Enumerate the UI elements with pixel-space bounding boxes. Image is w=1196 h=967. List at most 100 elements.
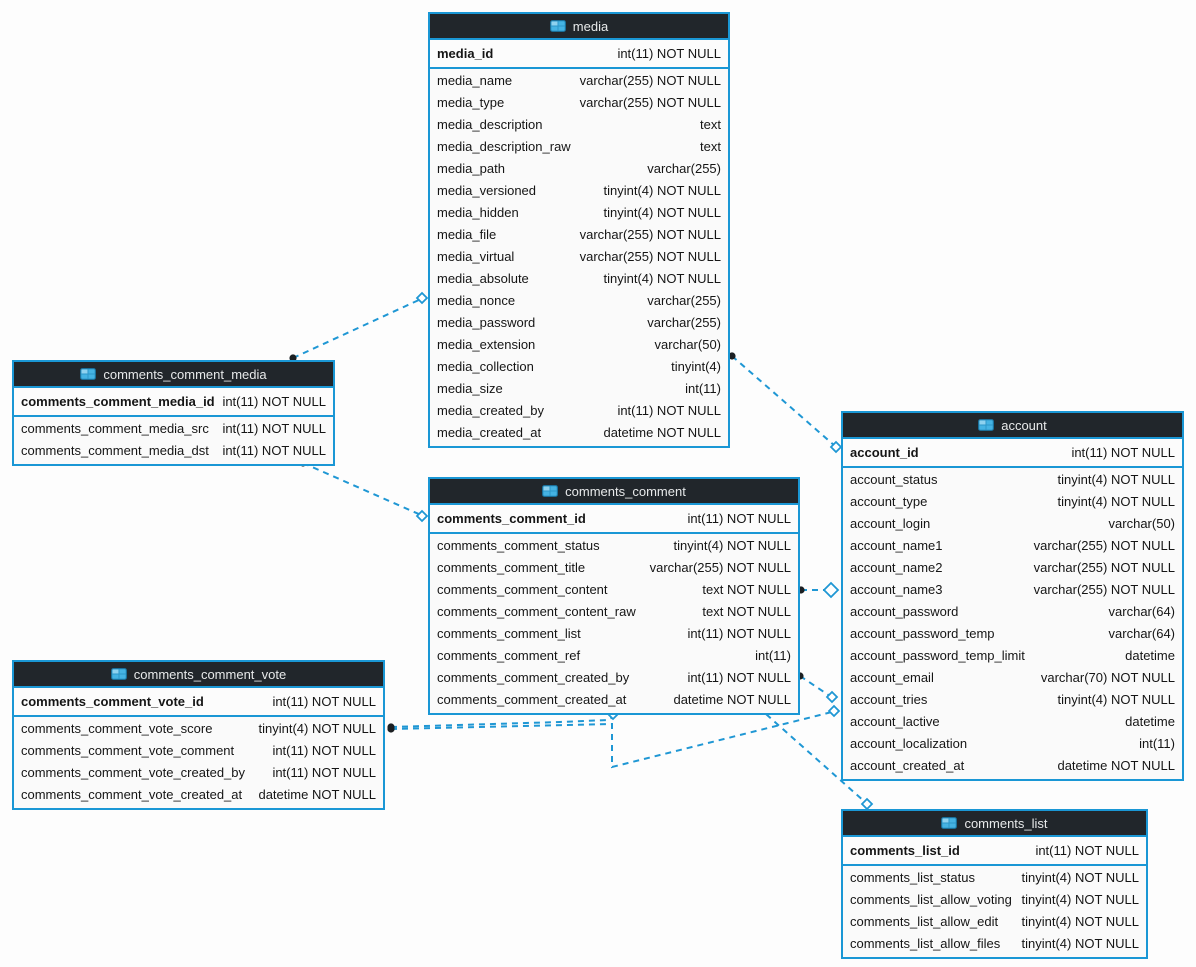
entity-table-account[interactable]: account account_id int(11) NOT NULL acco… [841,411,1184,781]
connector-line [390,716,614,728]
table-header[interactable]: comments_comment_vote [14,662,383,688]
table-header[interactable]: comments_comment [430,479,798,505]
column-name: comments_comment_vote_comment [21,743,235,758]
relationship-connector-comments_comment-to-account-created_by[interactable] [796,672,839,704]
column-name: media_collection [437,359,534,374]
column-name: comments_list_status [850,870,975,885]
entity-table-comments_list[interactable]: comments_list comments_list_id int(11) N… [841,809,1148,959]
connector-line [757,706,866,803]
column-name: media_path [437,161,505,176]
column-type: int(11) NOT NULL [272,743,376,758]
column-type: varchar(255) [647,293,721,308]
column-type: int(11) NOT NULL [687,626,791,641]
relationship-connector-media-to-account[interactable] [728,352,843,454]
entity-table-comments_comment[interactable]: comments_comment comments_comment_id int… [428,477,800,715]
column-name: comments_list_allow_voting [850,892,1012,907]
column-name: comments_comment_id [437,511,586,526]
relationship-connector-comments_comment_vote-to-account[interactable] [387,704,841,769]
table-icon [978,419,995,431]
primary-key-row[interactable]: media_id int(11) NOT NULL [430,40,728,67]
primary-key-row[interactable]: comments_list_id int(11) NOT NULL [843,837,1146,864]
connector-line [731,355,836,447]
primary-key-row[interactable]: comments_comment_media_id int(11) NOT NU… [14,388,333,415]
table-header[interactable]: comments_list [843,811,1146,837]
column-type: tinyint(4) NOT NULL [603,271,721,286]
column-name: media_name [437,73,513,88]
primary-key-row[interactable]: account_id int(11) NOT NULL [843,439,1182,466]
table-header[interactable]: media [430,14,728,40]
primary-key-row[interactable]: comments_comment_id int(11) NOT NULL [430,505,798,532]
entity-table-comments_comment_vote[interactable]: comments_comment_vote comments_comment_v… [12,660,385,810]
relationship-connector-comments_comment_media-to-media[interactable] [289,291,429,362]
table-header[interactable]: account [843,413,1182,439]
column-type: int(11) NOT NULL [687,670,791,685]
connector-diamond-endpoint [822,581,840,599]
column-type: int(11) [1139,736,1175,751]
relationship-connector-comments_comment_media-to-comments_comment[interactable] [299,459,429,523]
table-header[interactable]: comments_comment_media [14,362,333,388]
column-name: media_description [437,117,543,132]
entity-table-comments_comment_media[interactable]: comments_comment_media comments_comment_… [12,360,335,466]
column-type: varchar(255) NOT NULL [579,227,721,242]
column-row[interactable]: comments_comment_vote_comment int(11) NOT… [14,740,383,762]
entity-table-media[interactable]: media media_id int(11) NOT NULL media_na… [428,12,730,448]
primary-key-row[interactable]: comments_comment_vote_id int(11) NOT NUL… [14,688,383,715]
column-type: varchar(50) [654,337,721,352]
column-name: media_versioned [437,183,537,198]
column-name: media_created_by [437,403,544,418]
column-type: varchar(64) [1108,604,1175,619]
column-type: tinyint(4) NOT NULL [1057,472,1175,487]
relationship-connector-comments_comment-to-account-short[interactable] [797,581,840,599]
